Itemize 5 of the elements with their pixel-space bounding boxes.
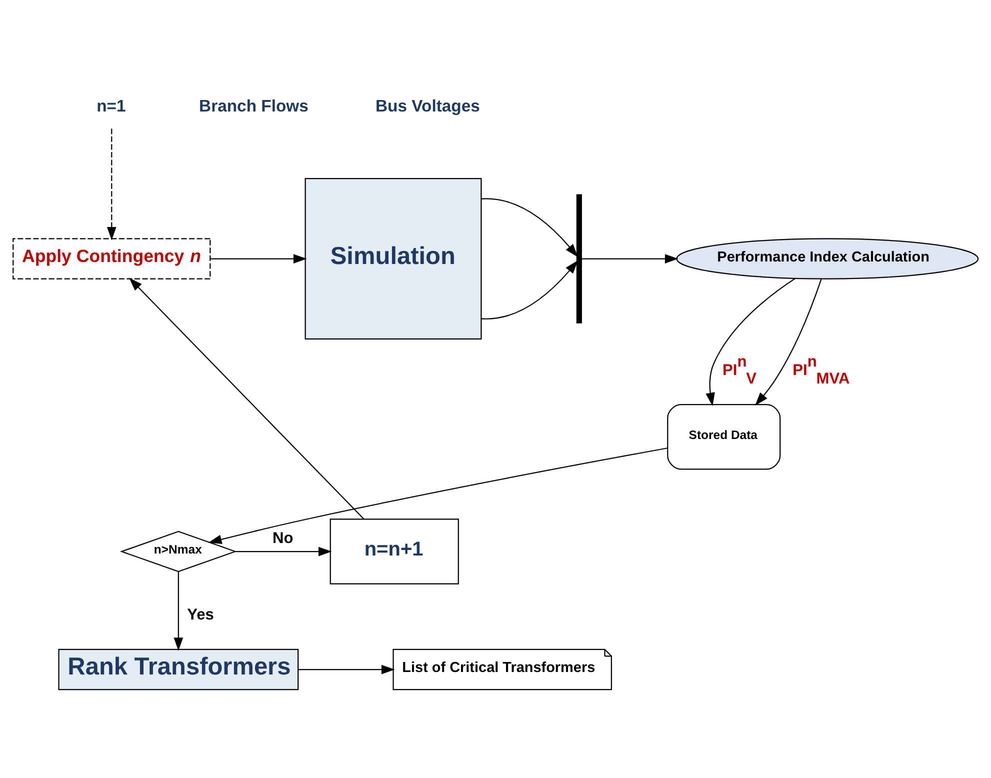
node-text: n=1 [96, 96, 126, 116]
edge-label: Yes [187, 606, 214, 624]
label: Bus Voltages [375, 96, 480, 116]
edge-label: No [272, 530, 294, 547]
label: Branch Flows [199, 96, 308, 116]
